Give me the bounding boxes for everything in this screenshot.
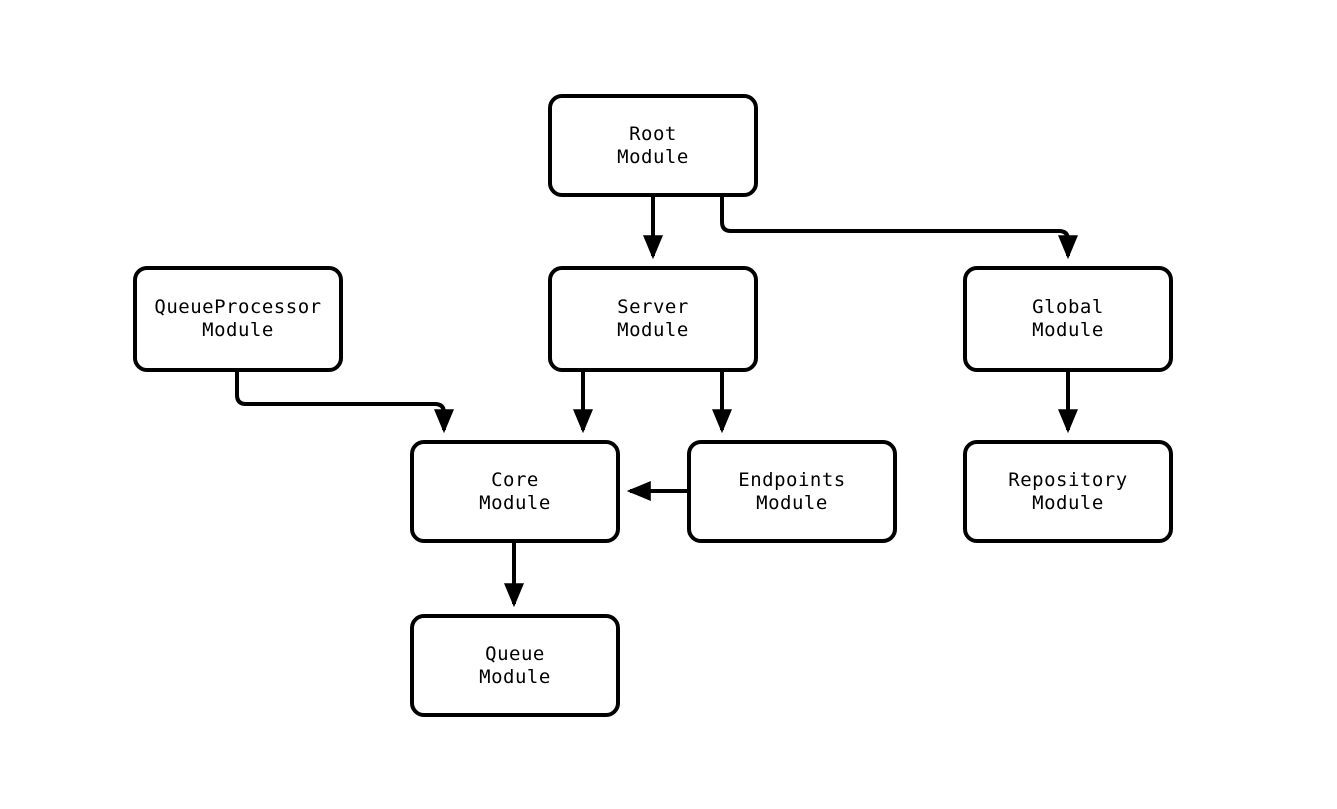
node-root[interactable]: Root Module <box>548 94 758 197</box>
node-global[interactable]: Global Module <box>963 266 1173 372</box>
node-endpoints[interactable]: Endpoints Module <box>687 440 897 543</box>
node-queueprocessor-label: QueueProcessor Module <box>154 296 322 341</box>
node-queue[interactable]: Queue Module <box>410 614 620 717</box>
edge-root-global <box>720 197 1078 260</box>
node-core-label: Core Module <box>479 468 551 514</box>
node-root-label: Root Module <box>617 122 689 168</box>
node-global-label: Global Module <box>1032 296 1104 341</box>
node-core[interactable]: Core Module <box>410 440 620 543</box>
node-endpoints-label: Endpoints Module <box>738 468 846 514</box>
node-queueprocessor[interactable]: QueueProcessor Module <box>133 266 343 372</box>
node-queue-label: Queue Module <box>479 642 551 688</box>
node-server[interactable]: Server Module <box>548 266 758 372</box>
node-repository-label: Repository Module <box>1008 468 1128 514</box>
edge-queueprocessor-core <box>235 372 454 434</box>
node-repository[interactable]: Repository Module <box>963 440 1173 543</box>
node-server-label: Server Module <box>617 296 689 341</box>
